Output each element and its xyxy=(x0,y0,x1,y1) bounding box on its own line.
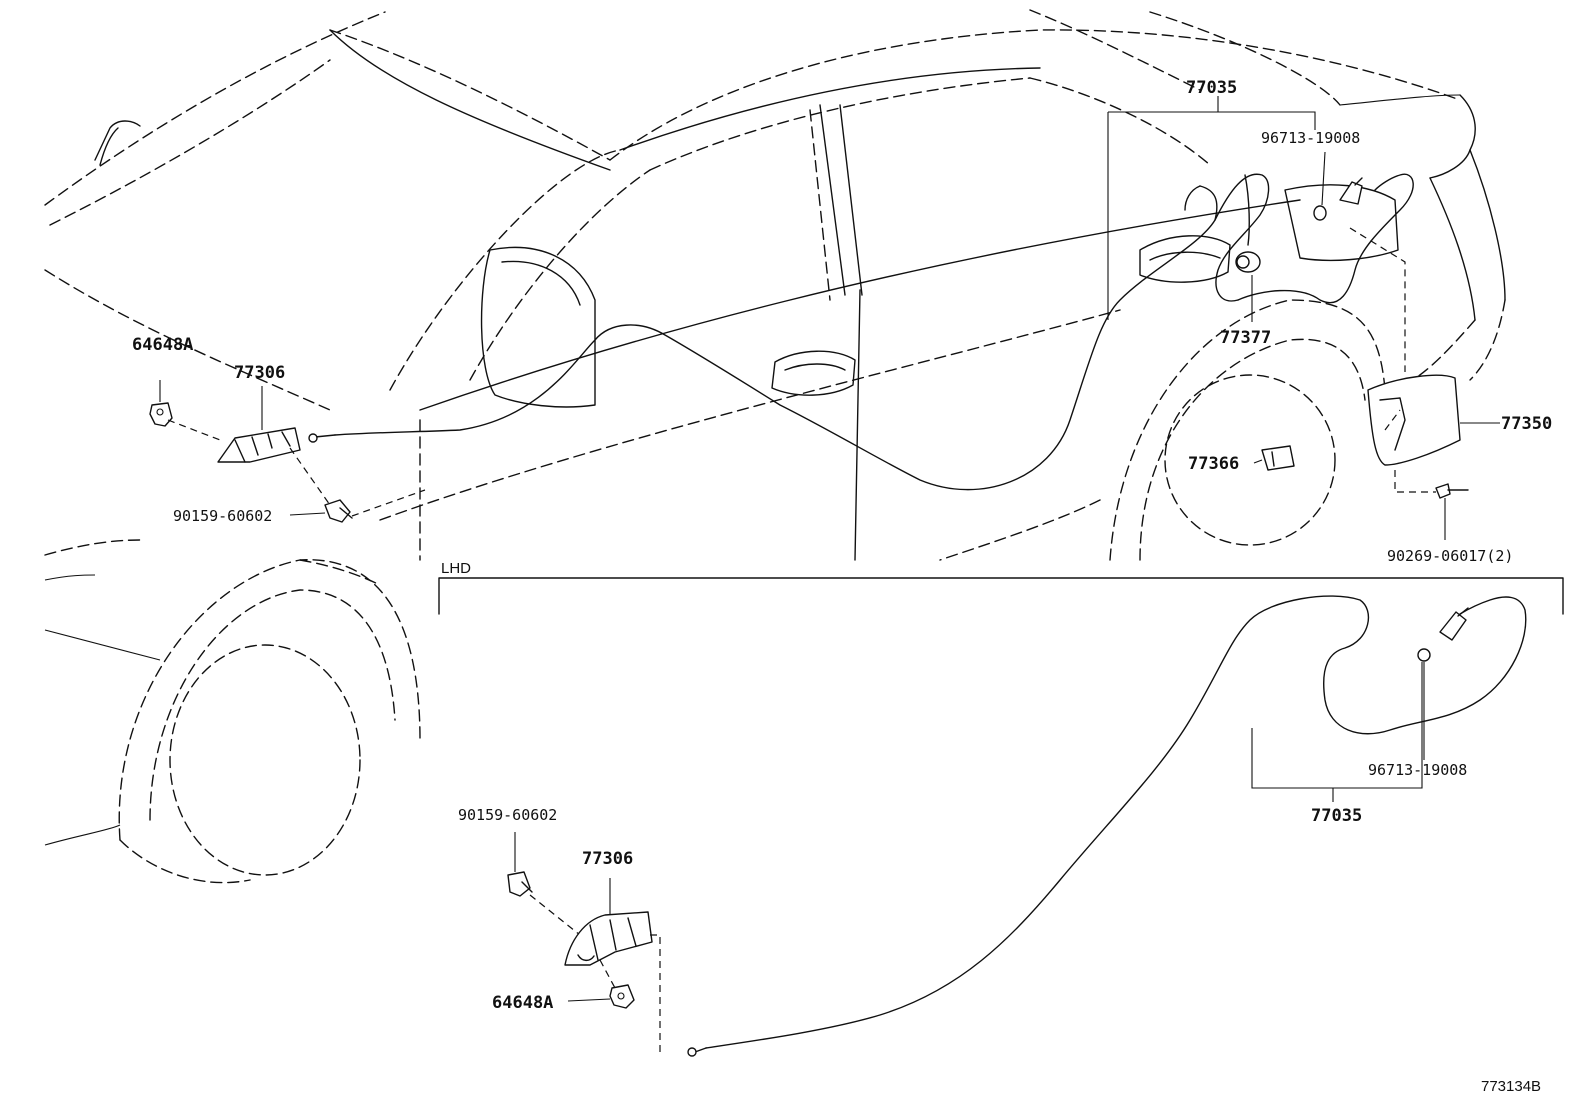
fuel-lid-77350 xyxy=(1367,374,1461,466)
door-handle-front xyxy=(771,350,856,396)
callout-77306-lhd: 77306 xyxy=(582,849,633,869)
lhd-cable-77035 xyxy=(687,595,1527,1057)
lhd-label: LHD xyxy=(441,560,471,577)
lhd-inset-frame xyxy=(438,577,1564,615)
callout-77377: 77377 xyxy=(1220,328,1271,348)
lhd-opener-lever-77306 xyxy=(564,911,653,966)
screw-90269-06017 xyxy=(1394,470,1469,499)
lhd-screw-90159-60602 xyxy=(507,871,581,936)
callout-77350: 77350 xyxy=(1501,414,1552,434)
fuel-filler-opening xyxy=(1244,174,1399,262)
spring-77377 xyxy=(1235,251,1261,273)
figure-id: 773134B xyxy=(1481,1078,1541,1095)
screw-90159-60602 xyxy=(289,447,426,523)
callout-64648a-main: 64648A xyxy=(132,335,193,355)
callout-90159-main: 90159-60602 xyxy=(173,507,272,525)
callout-77035-main: 77035 xyxy=(1186,78,1237,98)
callout-90159-lhd: 90159-60602 xyxy=(458,806,557,824)
bumper-77366 xyxy=(1261,445,1295,471)
callout-77366: 77366 xyxy=(1188,454,1239,474)
lid-lock-actuator xyxy=(1339,177,1363,205)
side-mirror xyxy=(480,246,596,408)
leader-lines-main xyxy=(159,96,1500,540)
callout-96713-main: 96713-19008 xyxy=(1261,129,1360,147)
opener-cable-77035 xyxy=(308,173,1414,491)
opener-lever-77306 xyxy=(217,427,301,463)
part-callouts: 77035 96713-19008 77377 77350 77366 9026… xyxy=(132,78,1552,1013)
callout-77035-lhd: 77035 xyxy=(1311,806,1362,826)
lhd-clip-64648a xyxy=(599,959,635,1009)
clip-64648a xyxy=(149,402,221,441)
callout-96713-lhd: 96713-19008 xyxy=(1368,761,1467,779)
callout-64648a-lhd: 64648A xyxy=(492,993,553,1013)
lhd-grommet-96713-19008 xyxy=(1417,648,1431,662)
callout-90269: 90269-06017(2) xyxy=(1387,547,1513,565)
callout-77306-main: 77306 xyxy=(234,363,285,383)
lhd-lid-lock-actuator xyxy=(1439,607,1469,641)
grommet-96713-19008 xyxy=(1313,205,1327,221)
leader-lines-lhd xyxy=(514,662,1425,1055)
door-handle-rear xyxy=(1139,235,1231,283)
